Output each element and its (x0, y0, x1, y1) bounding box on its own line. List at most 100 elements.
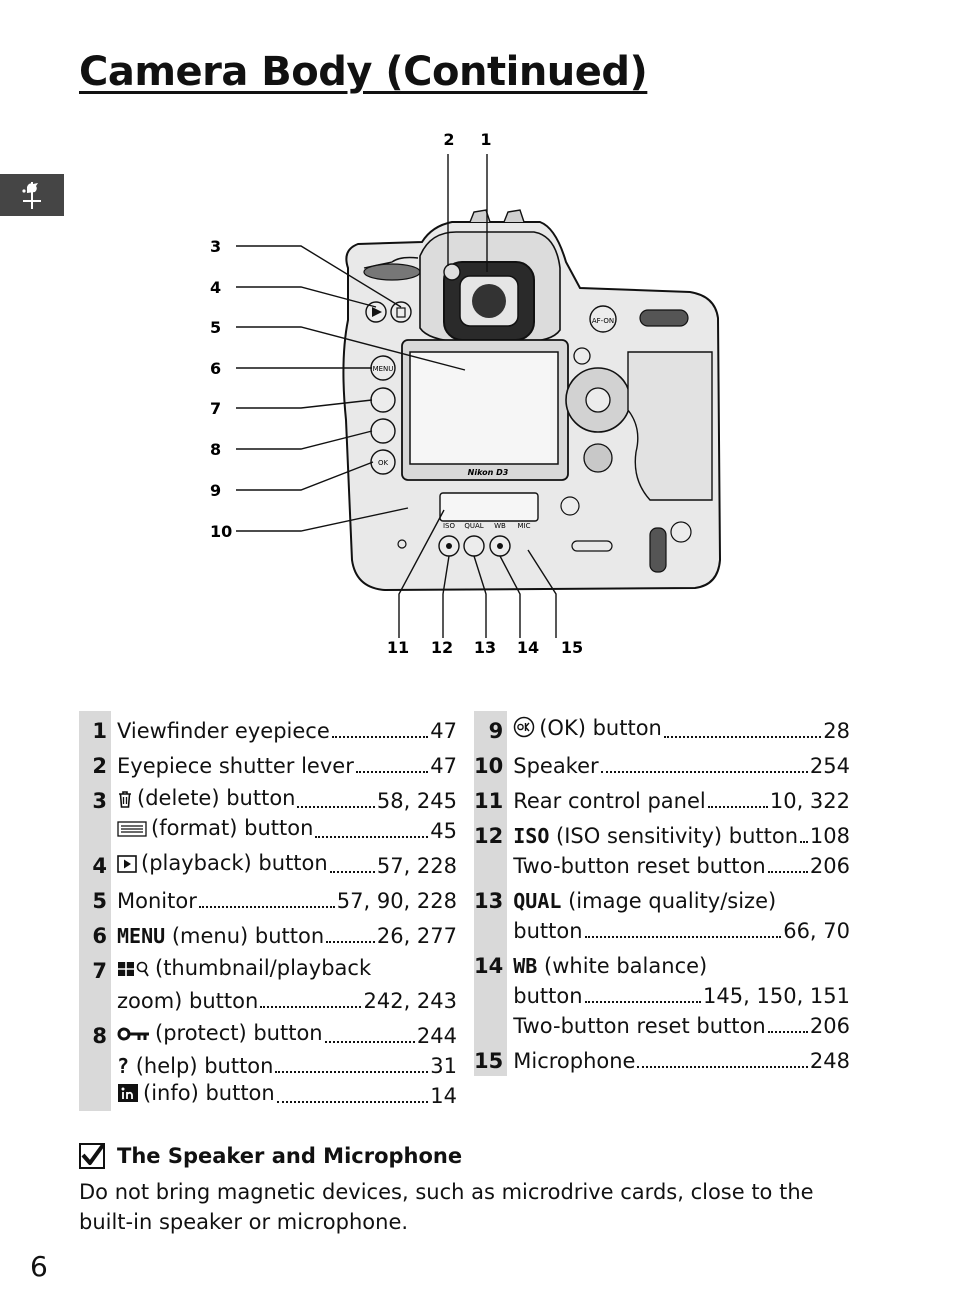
dot-leader (331, 736, 429, 738)
legend-entry: (thumbnail/playback (117, 953, 371, 986)
legend-entry: button (513, 916, 582, 946)
page-title: Camera Body (Continued) (79, 49, 648, 95)
callout-11: 11 (387, 638, 409, 657)
dot-leader (297, 806, 375, 808)
dot-leader (637, 1066, 808, 1068)
callout-6: 6 (210, 359, 221, 378)
legend-entry: ? (help) button (117, 1051, 273, 1081)
page-reference: 66, 70 (783, 919, 850, 943)
legend-label: Microphone (513, 1049, 636, 1073)
legend-entry: Two-button reset button (513, 1011, 765, 1041)
page-number: 6 (30, 1250, 48, 1283)
page-reference: 57, 228 (376, 854, 457, 878)
button-keyword: MENU (117, 924, 166, 948)
dot-leader (324, 1041, 415, 1043)
callout-15: 15 (561, 638, 583, 657)
legend-label: (playback) button (141, 851, 328, 875)
dot-leader (707, 806, 768, 808)
legend-item-number: 13 (474, 881, 508, 946)
page-reference: 254 (809, 754, 850, 778)
legend-entry: ISO (ISO sensitivity) button (513, 821, 798, 851)
legend-label: Rear control panel (513, 789, 706, 813)
dot-leader (584, 1001, 702, 1003)
legend-item-number: 15 (474, 1041, 508, 1076)
legend-item-number: 5 (79, 881, 111, 916)
legend-item-number: 7 (79, 951, 111, 1016)
page-reference: 45 (430, 819, 457, 843)
legend-label: button (513, 919, 583, 943)
legend-entry: (OK) button (513, 713, 662, 746)
legend-label: button (513, 984, 583, 1008)
legend-entry: (info) button (117, 1078, 275, 1111)
dot-leader (276, 1101, 429, 1103)
brand-label: Nikon D3 (468, 468, 509, 477)
legend-line: button 66, 70 (513, 916, 850, 946)
legend-entry: Viewfinder eyepiece (117, 716, 330, 746)
dot-leader (800, 841, 808, 843)
weathervane-icon (22, 182, 41, 209)
legend-label: Viewfinder eyepiece (117, 719, 330, 743)
legend-label: (white balance) (544, 954, 708, 978)
legend-item-number: 4 (79, 846, 111, 881)
legend-label: (image quality/size) (568, 889, 777, 913)
legend-item-number: 3 (79, 781, 111, 846)
note-text: Do not bring magnetic devices, such as m… (79, 1180, 814, 1234)
callout-2: 2 (443, 130, 454, 149)
callout-14: 14 (517, 638, 539, 657)
page-reference: 57, 90, 228 (336, 889, 457, 913)
dot-leader (355, 771, 429, 773)
legend-item-text: QUAL (image quality/size) button 66, 70 (507, 881, 850, 946)
thumbnail-zoom-icon (117, 956, 151, 986)
legend-item-number: 2 (79, 746, 111, 781)
callout-13: 13 (474, 638, 496, 657)
legend-label: (OK) button (539, 716, 662, 740)
legend-entry: (delete) button (117, 783, 295, 816)
legend-item-number: 8 (79, 1016, 111, 1111)
legend-item-number: 11 (474, 781, 508, 816)
button-keyword: QUAL (513, 889, 562, 913)
legend-entry: Eyepiece shutter lever (117, 751, 354, 781)
page-reference: 242, 243 (363, 989, 457, 1013)
legend-line: WB (white balance) (513, 951, 850, 981)
section-tab[interactable] (0, 174, 64, 216)
trash-icon (117, 786, 133, 816)
menu-button-label: MENU (373, 365, 394, 373)
legend-item-number: 9 (474, 711, 508, 746)
legend-label: (thumbnail/playback (155, 956, 372, 980)
dot-leader (600, 771, 808, 773)
release-mode-dial (363, 263, 421, 281)
legend-line: (thumbnail/playback (117, 956, 457, 986)
legend-entry: Two-button reset button (513, 851, 765, 881)
page-reference: 108 (809, 824, 850, 848)
dot-leader (326, 941, 375, 943)
legend-item-text: (playback) button 57, 228 (111, 846, 457, 881)
legend-line: (playback) button 57, 228 (117, 851, 457, 881)
wb-panel-label: WB (494, 522, 506, 530)
callout-5: 5 (210, 318, 221, 337)
callout-7: 7 (210, 399, 221, 418)
legend-item-number: 10 (474, 746, 508, 781)
sub-command-dial (649, 527, 667, 573)
legend-item-number: 6 (79, 916, 111, 951)
legend-item-number: 12 (474, 816, 508, 881)
dot-leader (198, 906, 335, 908)
qual-panel-label: QUAL (464, 522, 483, 530)
legend-label: (format) button (151, 816, 314, 840)
